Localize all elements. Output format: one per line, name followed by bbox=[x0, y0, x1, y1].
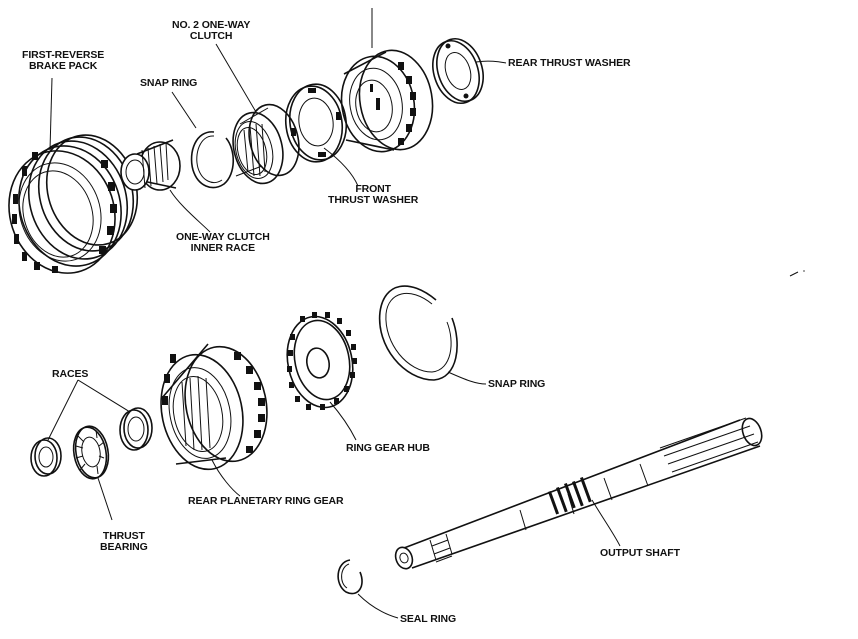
front-thrust-washer-label: FRONT THRUST WASHER bbox=[328, 184, 418, 206]
race-left-part bbox=[30, 437, 62, 477]
races-label: RACES bbox=[52, 368, 89, 380]
thrust-bearing-part bbox=[72, 425, 110, 480]
brake-pack-part bbox=[8, 134, 139, 274]
brake-pack-label-line-1: FIRST-REVERSE bbox=[22, 49, 105, 61]
output-shaft-label: OUTPUT SHAFT bbox=[600, 547, 680, 559]
snap-ring-top-label: SNAP RING bbox=[140, 77, 198, 89]
ring-gear-hub-label: RING GEAR HUB bbox=[346, 442, 430, 454]
rear-planetary-ring-gear-label: REAR PLANETARY RING GEAR bbox=[188, 495, 344, 507]
race-right-part bbox=[119, 407, 153, 451]
front-thrust-washer-part bbox=[284, 83, 348, 163]
front-thrust-washer-label-line-1: FRONT bbox=[355, 183, 391, 195]
no2-clutch-label: NO. 2 ONE-WAY CLUTCH bbox=[172, 20, 250, 42]
front-thrust-washer-label-line-2: THRUST WASHER bbox=[328, 194, 419, 206]
thrust-bearing-label: THRUST BEARING bbox=[100, 531, 148, 553]
thrust-bearing-label-line-1: THRUST bbox=[102, 530, 145, 542]
no2-clutch-label-line-1: NO. 2 ONE-WAY bbox=[172, 19, 251, 31]
seal-ring-label: SEAL RING bbox=[400, 613, 457, 625]
ring-gear-hub-part bbox=[286, 312, 357, 410]
inner-race-label: ONE-WAY CLUTCH INNER RACE bbox=[176, 232, 270, 254]
no2-clutch-label-line-2: CLUTCH bbox=[189, 30, 233, 42]
no2-clutch-part bbox=[232, 103, 300, 185]
snap-ring-mid-label: SNAP RING bbox=[488, 378, 546, 390]
snap-ring-top-part bbox=[190, 131, 235, 189]
rear-thrust-washer-part bbox=[432, 38, 484, 104]
output-shaft-part bbox=[394, 417, 763, 570]
leader-lines bbox=[47, 8, 621, 619]
brake-pack-label-line-2: BRAKE PACK bbox=[28, 60, 98, 72]
inner-race-part bbox=[120, 139, 181, 191]
snap-ring-mid-part bbox=[378, 285, 458, 381]
clutch-drum-part bbox=[340, 49, 434, 153]
inner-race-label-line-1: ONE-WAY CLUTCH bbox=[176, 231, 270, 243]
inner-race-label-line-2: INNER RACE bbox=[190, 242, 256, 254]
rear-thrust-washer-label: REAR THRUST WASHER bbox=[508, 57, 631, 69]
brake-pack-label: FIRST-REVERSE BRAKE PACK bbox=[22, 50, 104, 72]
rear-planetary-ring-gear-part bbox=[160, 343, 268, 471]
thrust-bearing-label-line-2: BEARING bbox=[100, 541, 148, 553]
seal-ring-part bbox=[337, 559, 363, 595]
